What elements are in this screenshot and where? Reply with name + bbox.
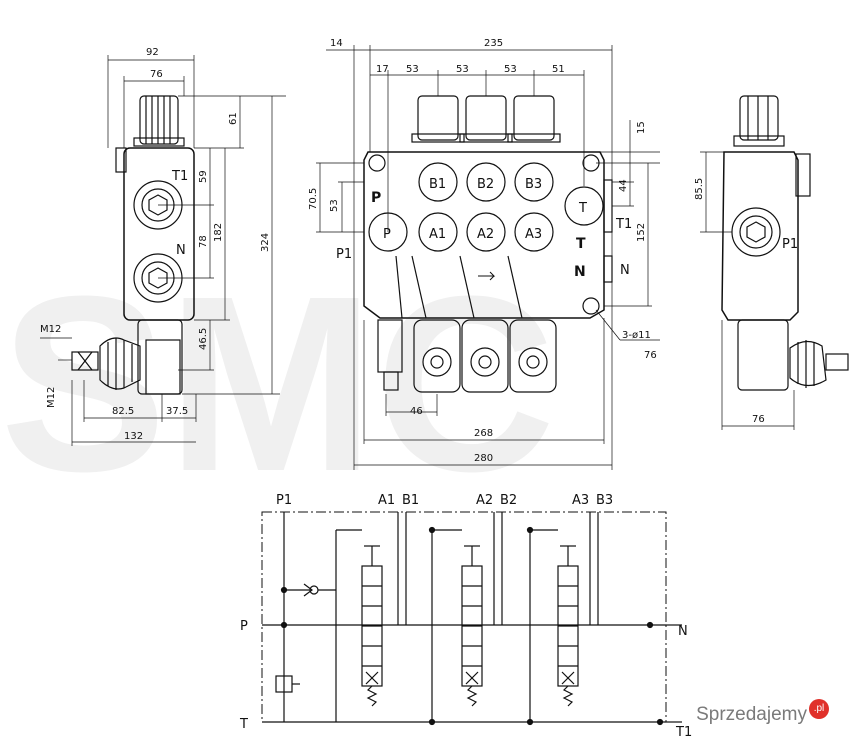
dim-14: 14: [330, 38, 343, 49]
dim-324: 324: [260, 233, 271, 252]
dim-268: 268: [474, 428, 493, 439]
schematic-a1: A1: [378, 493, 395, 508]
brand-logo: Sprzedajemy .pl: [696, 699, 829, 726]
brand-name: Sprzedajemy: [696, 704, 807, 725]
port-t1-front: T1: [615, 217, 632, 232]
dim-46-5: 46.5: [198, 328, 209, 350]
dim-76: 76: [150, 69, 163, 80]
dim-46: 46: [410, 406, 423, 417]
port-n-label: N: [574, 264, 586, 280]
dim-53-second: 53: [456, 64, 469, 75]
schematic-b1: B1: [402, 493, 419, 508]
dim-53-first: 53: [406, 64, 419, 75]
dim-37-5: 37.5: [166, 406, 188, 417]
schematic-a2: A2: [476, 493, 493, 508]
port-n-side: N: [620, 263, 630, 278]
port-p-circle: P: [383, 227, 391, 242]
dim-132: 132: [124, 431, 143, 442]
schematic-a3: A3: [572, 493, 589, 508]
schematic-b2: B2: [500, 493, 517, 508]
right-side-view: [721, 95, 849, 391]
dim-85-5: 85.5: [694, 178, 705, 200]
port-a3: A3: [525, 227, 542, 242]
dim-235: 235: [484, 38, 503, 49]
dim-51: 51: [552, 64, 565, 75]
watermark-text: SMC: [0, 244, 556, 523]
dim-m12-top: M12: [40, 324, 61, 335]
dim-78: 78: [198, 235, 209, 248]
port-b1: B1: [429, 177, 446, 192]
port-b2: B2: [477, 177, 494, 192]
port-t1-left: T1: [171, 169, 188, 184]
dim-70-5: 70.5: [308, 188, 319, 210]
dim-76-front: 76: [644, 350, 657, 361]
schematic-p1: P1: [276, 493, 292, 508]
port-b3: B3: [525, 177, 542, 192]
dim-53-vertical: 53: [329, 199, 340, 212]
dim-61: 61: [228, 112, 239, 125]
dim-17: 17: [376, 64, 389, 75]
dim-holes: 3-ø11: [622, 330, 651, 341]
schematic-n: N: [678, 624, 688, 639]
schematic-t1: T1: [675, 725, 692, 740]
port-p-label: P: [371, 190, 381, 206]
dim-280: 280: [474, 453, 493, 464]
dim-92: 92: [146, 47, 159, 58]
dim-182: 182: [213, 223, 224, 242]
left-side-dimensions: [40, 55, 286, 446]
spool-section-1: [335, 512, 407, 722]
dim-59: 59: [198, 170, 209, 183]
brand-tld-badge: .pl: [809, 699, 829, 719]
dim-152: 152: [636, 223, 647, 242]
port-a2: A2: [477, 227, 494, 242]
schematic-t: T: [239, 717, 248, 732]
schematic-b3: B3: [596, 493, 613, 508]
right-side-dimension-labels: 85.5 76 P1: [694, 178, 798, 425]
front-view: [363, 95, 613, 393]
left-side-view: [71, 95, 195, 395]
left-side-dimension-labels: 92 76 61 59 78 182 324 46.5 82.5 37.5 13…: [40, 47, 271, 442]
port-p1-front: P1: [336, 247, 352, 262]
schematic-labels: P1 A1 B1 A2 B2 A3 B3 P N T T1: [239, 493, 692, 740]
port-p1-right: P1: [782, 237, 798, 252]
dim-44: 44: [618, 179, 629, 192]
front-view-dimension-labels: 14 235 17 53 53 53 51 15 44 152 70.5 53 …: [308, 38, 657, 464]
dim-53-third: 53: [504, 64, 517, 75]
port-n-left: N: [176, 243, 186, 258]
port-t-label: T: [576, 236, 586, 252]
port-t-circle: T: [578, 201, 587, 216]
dim-82-5: 82.5: [112, 406, 134, 417]
hydraulic-schematic: [261, 511, 682, 726]
dim-m12-side: M12: [46, 387, 57, 408]
port-a1: A1: [429, 227, 446, 242]
dim-15: 15: [636, 121, 647, 134]
spool-section-3: [529, 512, 599, 722]
schematic-p: P: [240, 619, 248, 634]
front-view-dimensions: [316, 45, 660, 470]
dim-76-right: 76: [752, 414, 765, 425]
spool-section-2: [431, 512, 503, 722]
right-side-dimensions: [700, 151, 795, 430]
